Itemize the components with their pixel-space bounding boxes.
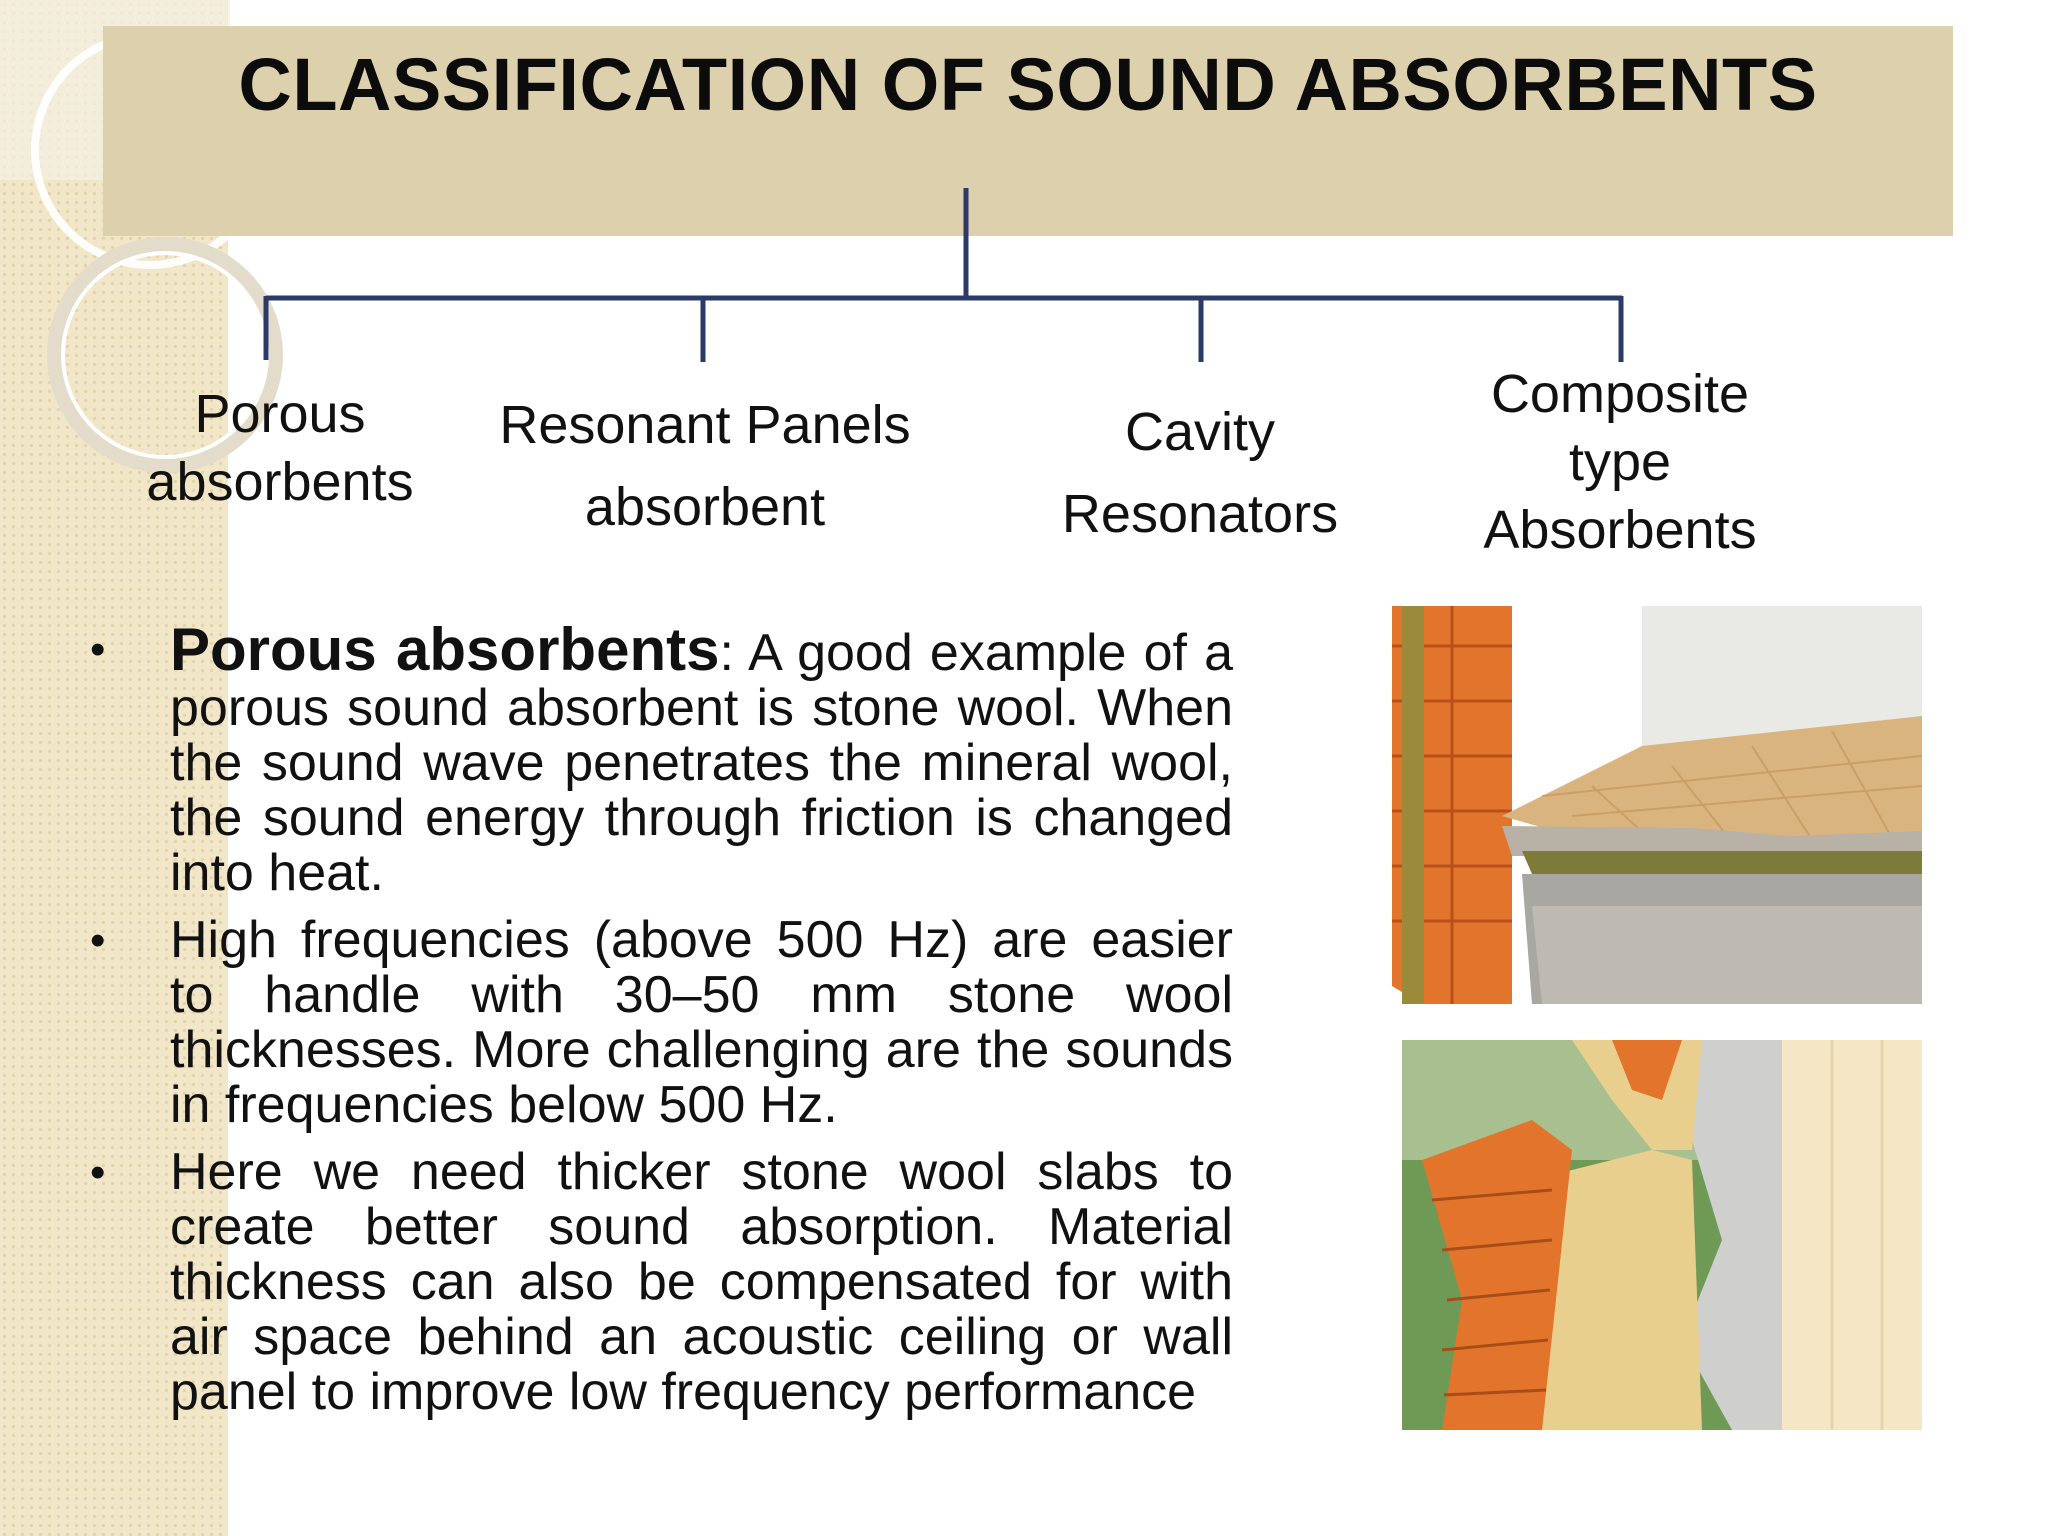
bullet-item: • Porous absorbents: A good example of a… xyxy=(80,620,1233,902)
floor-cutaway-illustration xyxy=(1392,606,1922,1004)
bullet-text: High frequencies (above 500 Hz) are easi… xyxy=(170,911,1233,1134)
category-porous-line1: Porous xyxy=(194,384,366,444)
wall-insulation-image xyxy=(1402,1040,1922,1430)
category-porous: Porous absorbents xyxy=(120,380,440,516)
category-cavity-line2: Resonators xyxy=(1061,484,1339,544)
bullet-dot: • xyxy=(90,916,106,965)
category-resonant-line2: absorbent xyxy=(584,477,826,537)
category-cavity-line1: Cavity xyxy=(1124,402,1276,462)
category-composite-line1: Composite xyxy=(1490,364,1750,424)
bullet-text: : A good example of a porous sound absor… xyxy=(170,624,1233,902)
category-cavity-resonators: Cavity Resonators xyxy=(1030,391,1370,555)
category-resonant-line1: Resonant Panels xyxy=(499,395,911,455)
category-composite-line3: Absorbents xyxy=(1483,500,1757,560)
decorative-ring-small xyxy=(47,237,283,473)
bullet-list: • Porous absorbents: A good example of a… xyxy=(80,620,1233,1432)
bullet-text: Here we need thicker stone wool slabs to… xyxy=(170,1143,1233,1421)
category-composite: Composite type Absorbents xyxy=(1450,360,1790,564)
bullet-lead: Porous absorbents xyxy=(170,616,720,683)
floor-insulation-image xyxy=(1392,606,1922,1004)
category-resonant-panels: Resonant Panels absorbent xyxy=(470,384,940,548)
title-banner xyxy=(103,26,1953,236)
bullet-dot: • xyxy=(90,625,106,674)
bullet-item: • High frequencies (above 500 Hz) are ea… xyxy=(80,913,1233,1133)
category-composite-line2: type xyxy=(1568,432,1672,492)
wall-cutaway-illustration xyxy=(1402,1040,1922,1430)
bullet-item: • Here we need thicker stone wool slabs … xyxy=(80,1145,1233,1420)
category-porous-line2: absorbents xyxy=(146,452,414,512)
slide-title: CLASSIFICATION OF SOUND ABSORBENTS xyxy=(238,43,1818,126)
bullet-dot: • xyxy=(90,1148,106,1197)
